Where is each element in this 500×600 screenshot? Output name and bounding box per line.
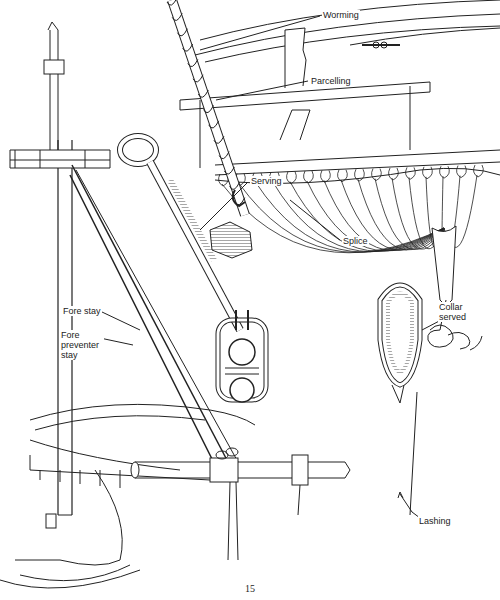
- label: Splice: [342, 236, 369, 246]
- worming-twist: [172, 13, 182, 20]
- crowsfoot-line: [270, 172, 444, 251]
- label: Parcelling: [310, 76, 352, 86]
- label: Serving: [250, 176, 283, 186]
- label: Fore preventer stay: [60, 330, 104, 360]
- page-number: 15: [244, 584, 256, 594]
- label: Lashing: [418, 516, 452, 526]
- worming-twist: [219, 152, 229, 159]
- worming-twist: [188, 59, 198, 66]
- worming-twist: [183, 44, 193, 51]
- worming-twist: [204, 106, 214, 113]
- worming-twist: [193, 75, 203, 82]
- label: Fore stay: [62, 306, 102, 316]
- label: Worming: [322, 10, 360, 20]
- worming-twist: [230, 182, 240, 189]
- label: Collar served: [438, 302, 480, 322]
- worming-twist: [214, 136, 224, 143]
- worming-twist: [177, 29, 187, 36]
- crowsfoot-line: [321, 170, 444, 250]
- worming-twist: [198, 90, 208, 97]
- worming-twist: [167, 0, 177, 5]
- crowsfoot-line: [236, 173, 444, 252]
- worming-twist: [209, 121, 219, 128]
- worming-twist: [224, 167, 234, 174]
